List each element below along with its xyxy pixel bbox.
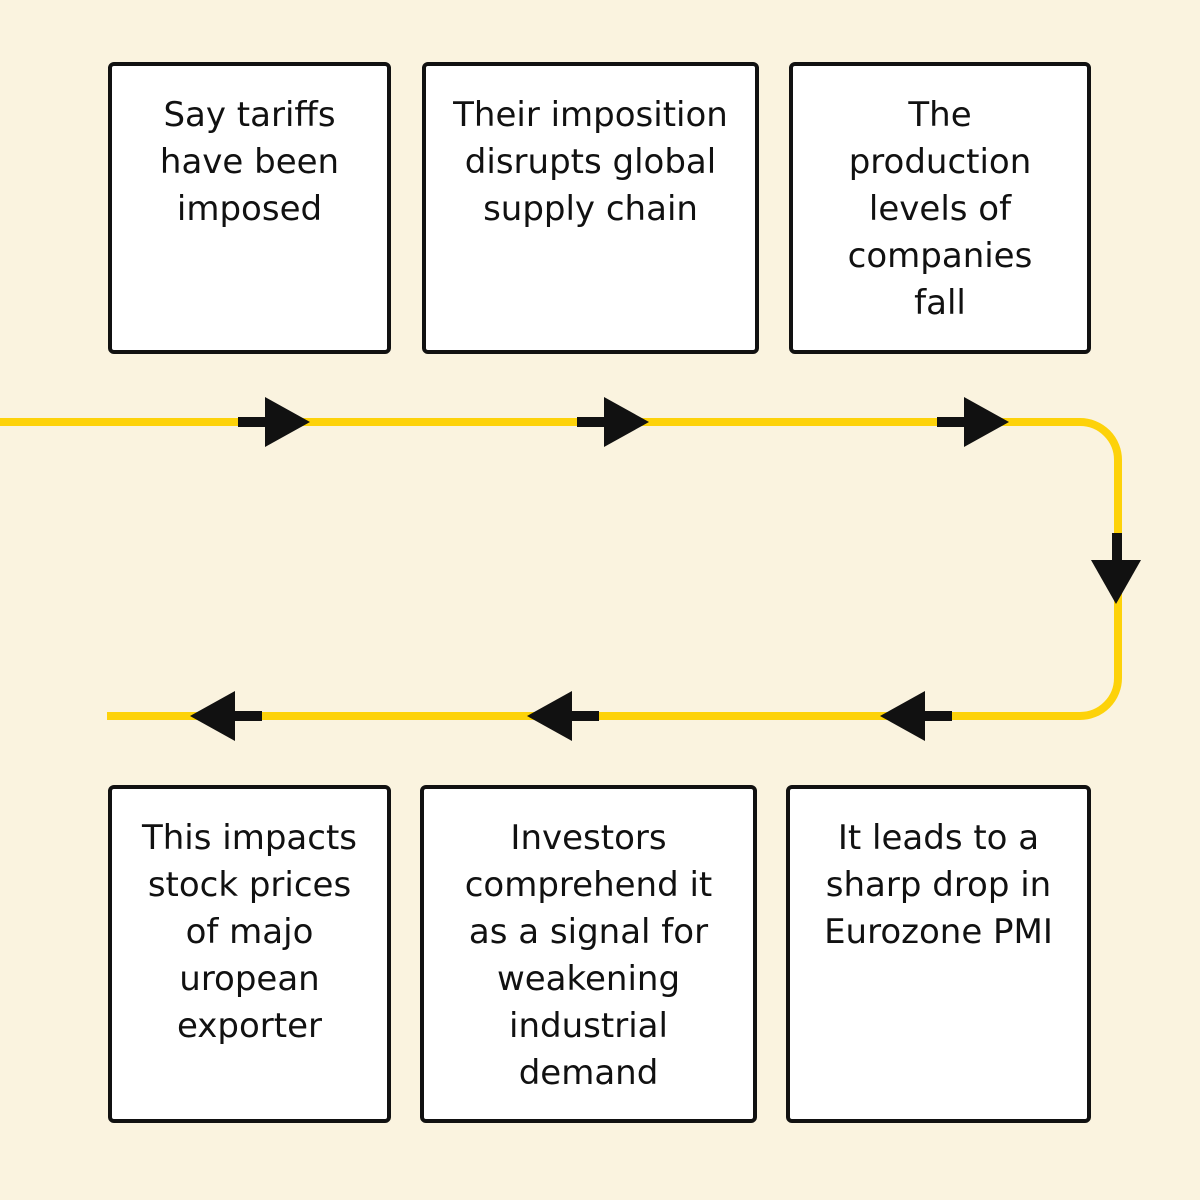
step-text: Their imposition disrupts global supply … — [453, 95, 728, 229]
arrow-left-1-icon — [880, 691, 952, 741]
step-text: It leads to a sharp drop in Eurozone PMI — [824, 818, 1053, 952]
arrow-left-2-icon — [527, 691, 599, 741]
arrow-down-icon — [1091, 533, 1141, 604]
flow-line — [0, 418, 1122, 720]
step-box-investors-signal: Investors comprehend it as a signal for … — [420, 785, 757, 1123]
step-text: Say tariffs have been imposed — [159, 95, 340, 229]
step-text: Investors comprehend it as a signal for … — [464, 818, 713, 1093]
arrow-right-2-icon — [577, 397, 649, 447]
step-box-tariffs-imposed: Say tariffs have been imposed — [108, 62, 391, 354]
arrow-left-3-icon — [190, 691, 262, 741]
step-box-pmi-drop: It leads to a sharp drop in Eurozone PMI — [786, 785, 1091, 1123]
step-text: This impacts stock prices of majo uropea… — [141, 818, 357, 1046]
arrow-right-1-icon — [238, 397, 310, 447]
step-box-supply-chain: Their imposition disrupts global supply … — [422, 62, 759, 354]
step-box-production-falls: The production levels of companies fall — [789, 62, 1091, 354]
step-box-stock-prices: This impacts stock prices of majo uropea… — [108, 785, 391, 1123]
arrow-right-3-icon — [937, 397, 1009, 447]
step-text: The production levels of companies fall — [847, 95, 1033, 323]
